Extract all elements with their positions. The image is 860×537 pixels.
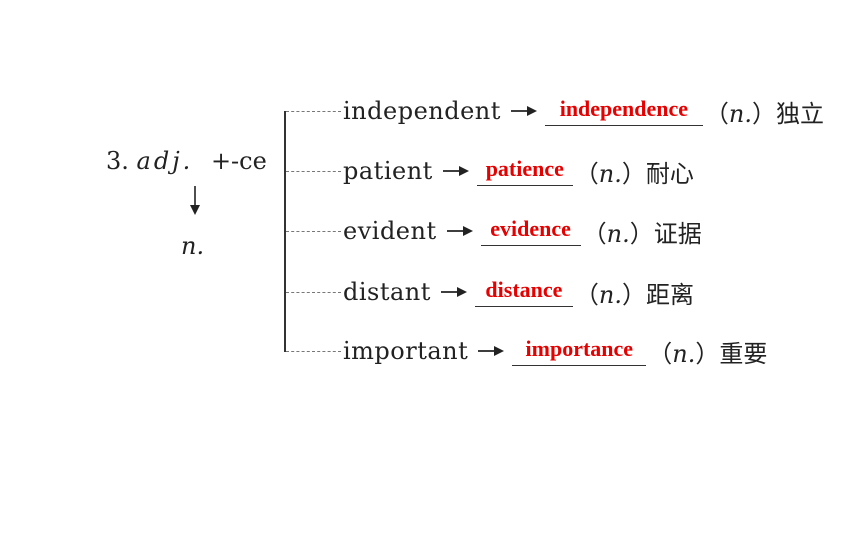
answer-word: patience [485,156,564,181]
meaning: 距离 [646,280,695,309]
rule-label: 3. adj. +-ce [106,147,267,175]
answer-word: evidence [490,216,571,241]
answer-word: distance [485,277,563,302]
result-pos-label: n. [181,232,205,260]
base-word: important [343,337,469,365]
meaning: 证据 [653,219,702,248]
answer-blank: evidence [480,216,581,246]
list-item: distant distance （n.）距离 [286,272,694,312]
arrow-right-icon [446,226,473,236]
arrow-right-icon [478,346,505,356]
rule-pos: adj. [136,147,194,175]
list-item: evident evidence （n.）证据 [286,211,702,251]
list-item: patient patience （n.）耐心 [286,151,694,191]
base-word: distant [343,278,431,306]
answer-blank: distance [474,277,573,307]
dashed-connector [286,291,341,293]
arrow-right-icon [510,106,537,116]
answer-blank: independence [544,96,703,126]
base-word: independent [343,97,501,125]
base-word: evident [343,217,437,245]
answer-word: independence [559,96,689,121]
dashed-connector [286,110,341,112]
pos-tag: （n.）独立 [704,99,824,128]
pos-tag: （n.）重要 [648,339,768,368]
down-arrow-icon [190,186,200,215]
arrow-right-icon [442,166,469,176]
list-item: important importance （n.）重要 [286,331,767,371]
answer-word: importance [525,336,634,361]
bracket-line [284,111,286,352]
pos-tag: （n.）距离 [574,280,695,309]
answer-blank: importance [512,336,647,366]
list-item: independent independence （n.）独立 [286,91,824,131]
dashed-connector [286,350,341,352]
pos-tag: （n.）证据 [582,219,702,248]
dashed-connector [286,170,341,172]
dashed-connector [286,230,341,232]
meaning: 耐心 [645,159,694,188]
answer-blank: patience [476,156,573,186]
meaning: 重要 [719,339,768,368]
rule-number: 3. [106,147,129,175]
meaning: 独立 [775,99,824,128]
rule-suffix: +-ce [210,147,267,175]
base-word: patient [343,157,433,185]
arrow-right-icon [440,287,467,297]
pos-tag: （n.）耐心 [574,159,694,188]
